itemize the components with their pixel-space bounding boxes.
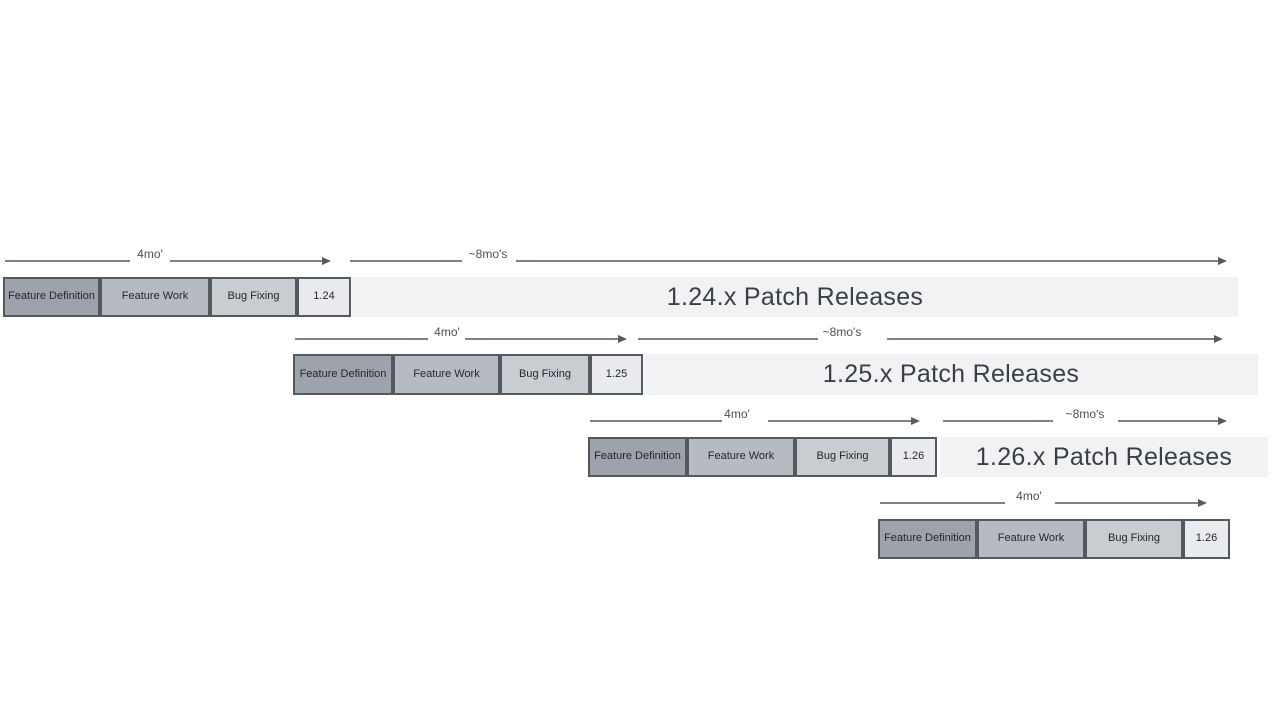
- bug-fixing-box: Bug Fixing: [1085, 519, 1183, 559]
- version-box: 1.26: [1183, 519, 1230, 559]
- bug-fixing-label: Bug Fixing: [816, 450, 869, 463]
- eight-month-arrow-line: [350, 260, 462, 262]
- bug-fixing-box: Bug Fixing: [210, 277, 297, 317]
- eight-month-arrow-line: [1118, 420, 1218, 422]
- patch-releases-label: 1.26.x Patch Releases: [975, 442, 1233, 471]
- patch-releases-bar: 1.25.x Patch Releases: [644, 354, 1258, 395]
- eight-month-arrow-line: [887, 338, 1214, 340]
- eight-month-label: ~8mo's: [468, 247, 508, 261]
- four-month-arrow-line: [170, 260, 322, 262]
- four-month-label: 4mo': [1016, 489, 1042, 503]
- patch-releases-bar: 1.24.x Patch Releases: [352, 277, 1238, 317]
- feature-work-label: Feature Work: [121, 290, 189, 303]
- arrowhead-icon: [1218, 417, 1227, 425]
- feature-definition-label: Feature Definition: [594, 450, 681, 463]
- arrowhead-icon: [1218, 257, 1227, 265]
- arrowhead-icon: [1198, 499, 1207, 507]
- eight-month-label: ~8mo's: [1065, 407, 1105, 421]
- feature-definition-box: Feature Definition: [293, 354, 393, 395]
- four-month-arrow-line: [295, 338, 428, 340]
- eight-month-arrow-line: [516, 260, 1218, 262]
- feature-work-box: Feature Work: [100, 277, 210, 317]
- bug-fixing-label: Bug Fixing: [227, 290, 280, 303]
- patch-releases-label: 1.25.x Patch Releases: [822, 360, 1080, 388]
- feature-work-label: Feature Work: [997, 532, 1065, 545]
- feature-definition-label: Feature Definition: [299, 367, 387, 380]
- bug-fixing-label: Bug Fixing: [1108, 532, 1160, 545]
- arrowhead-icon: [1214, 335, 1223, 343]
- four-month-label: 4mo': [137, 247, 163, 261]
- feature-definition-box: Feature Definition: [878, 519, 977, 559]
- bug-fixing-label: Bug Fixing: [519, 367, 571, 380]
- four-month-arrow-line: [465, 338, 618, 340]
- patch-releases-label: 1.24.x Patch Releases: [666, 282, 924, 311]
- four-month-arrow-line: [768, 420, 911, 422]
- version-label: 1.24: [313, 290, 335, 303]
- eight-month-arrow-line: [943, 420, 1053, 422]
- feature-work-box: Feature Work: [393, 354, 500, 395]
- four-month-arrow-line: [5, 260, 130, 262]
- four-month-arrow-line: [1055, 502, 1198, 504]
- eight-month-label: ~8mo's: [822, 325, 862, 339]
- feature-work-label: Feature Work: [413, 367, 480, 380]
- four-month-label: 4mo': [434, 325, 460, 339]
- arrowhead-icon: [911, 417, 920, 425]
- patch-releases-bar: 1.26.x Patch Releases: [940, 437, 1268, 477]
- version-label: 1.26: [902, 450, 925, 463]
- version-box: 1.24: [297, 277, 351, 317]
- feature-work-box: Feature Work: [977, 519, 1085, 559]
- eight-month-arrow-line: [638, 338, 818, 340]
- bug-fixing-box: Bug Fixing: [500, 354, 590, 395]
- feature-definition-label: Feature Definition: [8, 290, 95, 303]
- four-month-label: 4mo': [724, 407, 750, 421]
- version-label: 1.25: [605, 367, 628, 380]
- version-box: 1.26: [890, 437, 937, 477]
- version-label: 1.26: [1195, 532, 1218, 545]
- feature-definition-box: Feature Definition: [3, 277, 100, 317]
- arrowhead-icon: [322, 257, 331, 265]
- feature-work-label: Feature Work: [707, 450, 775, 463]
- feature-definition-label: Feature Definition: [884, 532, 971, 545]
- feature-definition-box: Feature Definition: [588, 437, 687, 477]
- feature-work-box: Feature Work: [687, 437, 795, 477]
- four-month-arrow-line: [880, 502, 1005, 504]
- bug-fixing-box: Bug Fixing: [795, 437, 890, 477]
- four-month-arrow-line: [590, 420, 722, 422]
- version-box: 1.25: [590, 354, 643, 395]
- arrowhead-icon: [618, 335, 627, 343]
